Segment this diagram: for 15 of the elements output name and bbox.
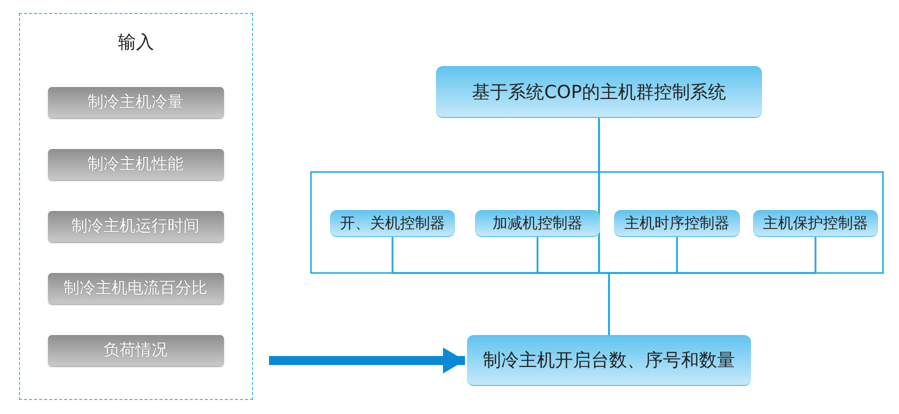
connector-line xyxy=(608,237,816,335)
input-panel xyxy=(19,13,253,400)
panel-heading: 输入 xyxy=(118,31,154,54)
controller-box: 主机时序控制器 xyxy=(614,210,740,237)
input-box: 负荷情况 xyxy=(48,334,224,366)
input-box: 制冷主机冷量 xyxy=(48,86,224,118)
arrow xyxy=(269,348,465,374)
output-box: 制冷主机开启台数、序号和数量 xyxy=(467,335,751,386)
system-box: 基于系统COP的主机群控制系统 xyxy=(436,66,762,118)
input-box: 制冷主机电流百分比 xyxy=(48,272,224,304)
controller-box: 开、关机控制器 xyxy=(330,210,455,237)
input-box: 制冷主机运行时间 xyxy=(48,210,224,242)
input-box: 制冷主机性能 xyxy=(48,148,224,180)
controller-box: 加减机控制器 xyxy=(475,210,600,237)
controller-box: 主机保护控制器 xyxy=(753,210,878,237)
